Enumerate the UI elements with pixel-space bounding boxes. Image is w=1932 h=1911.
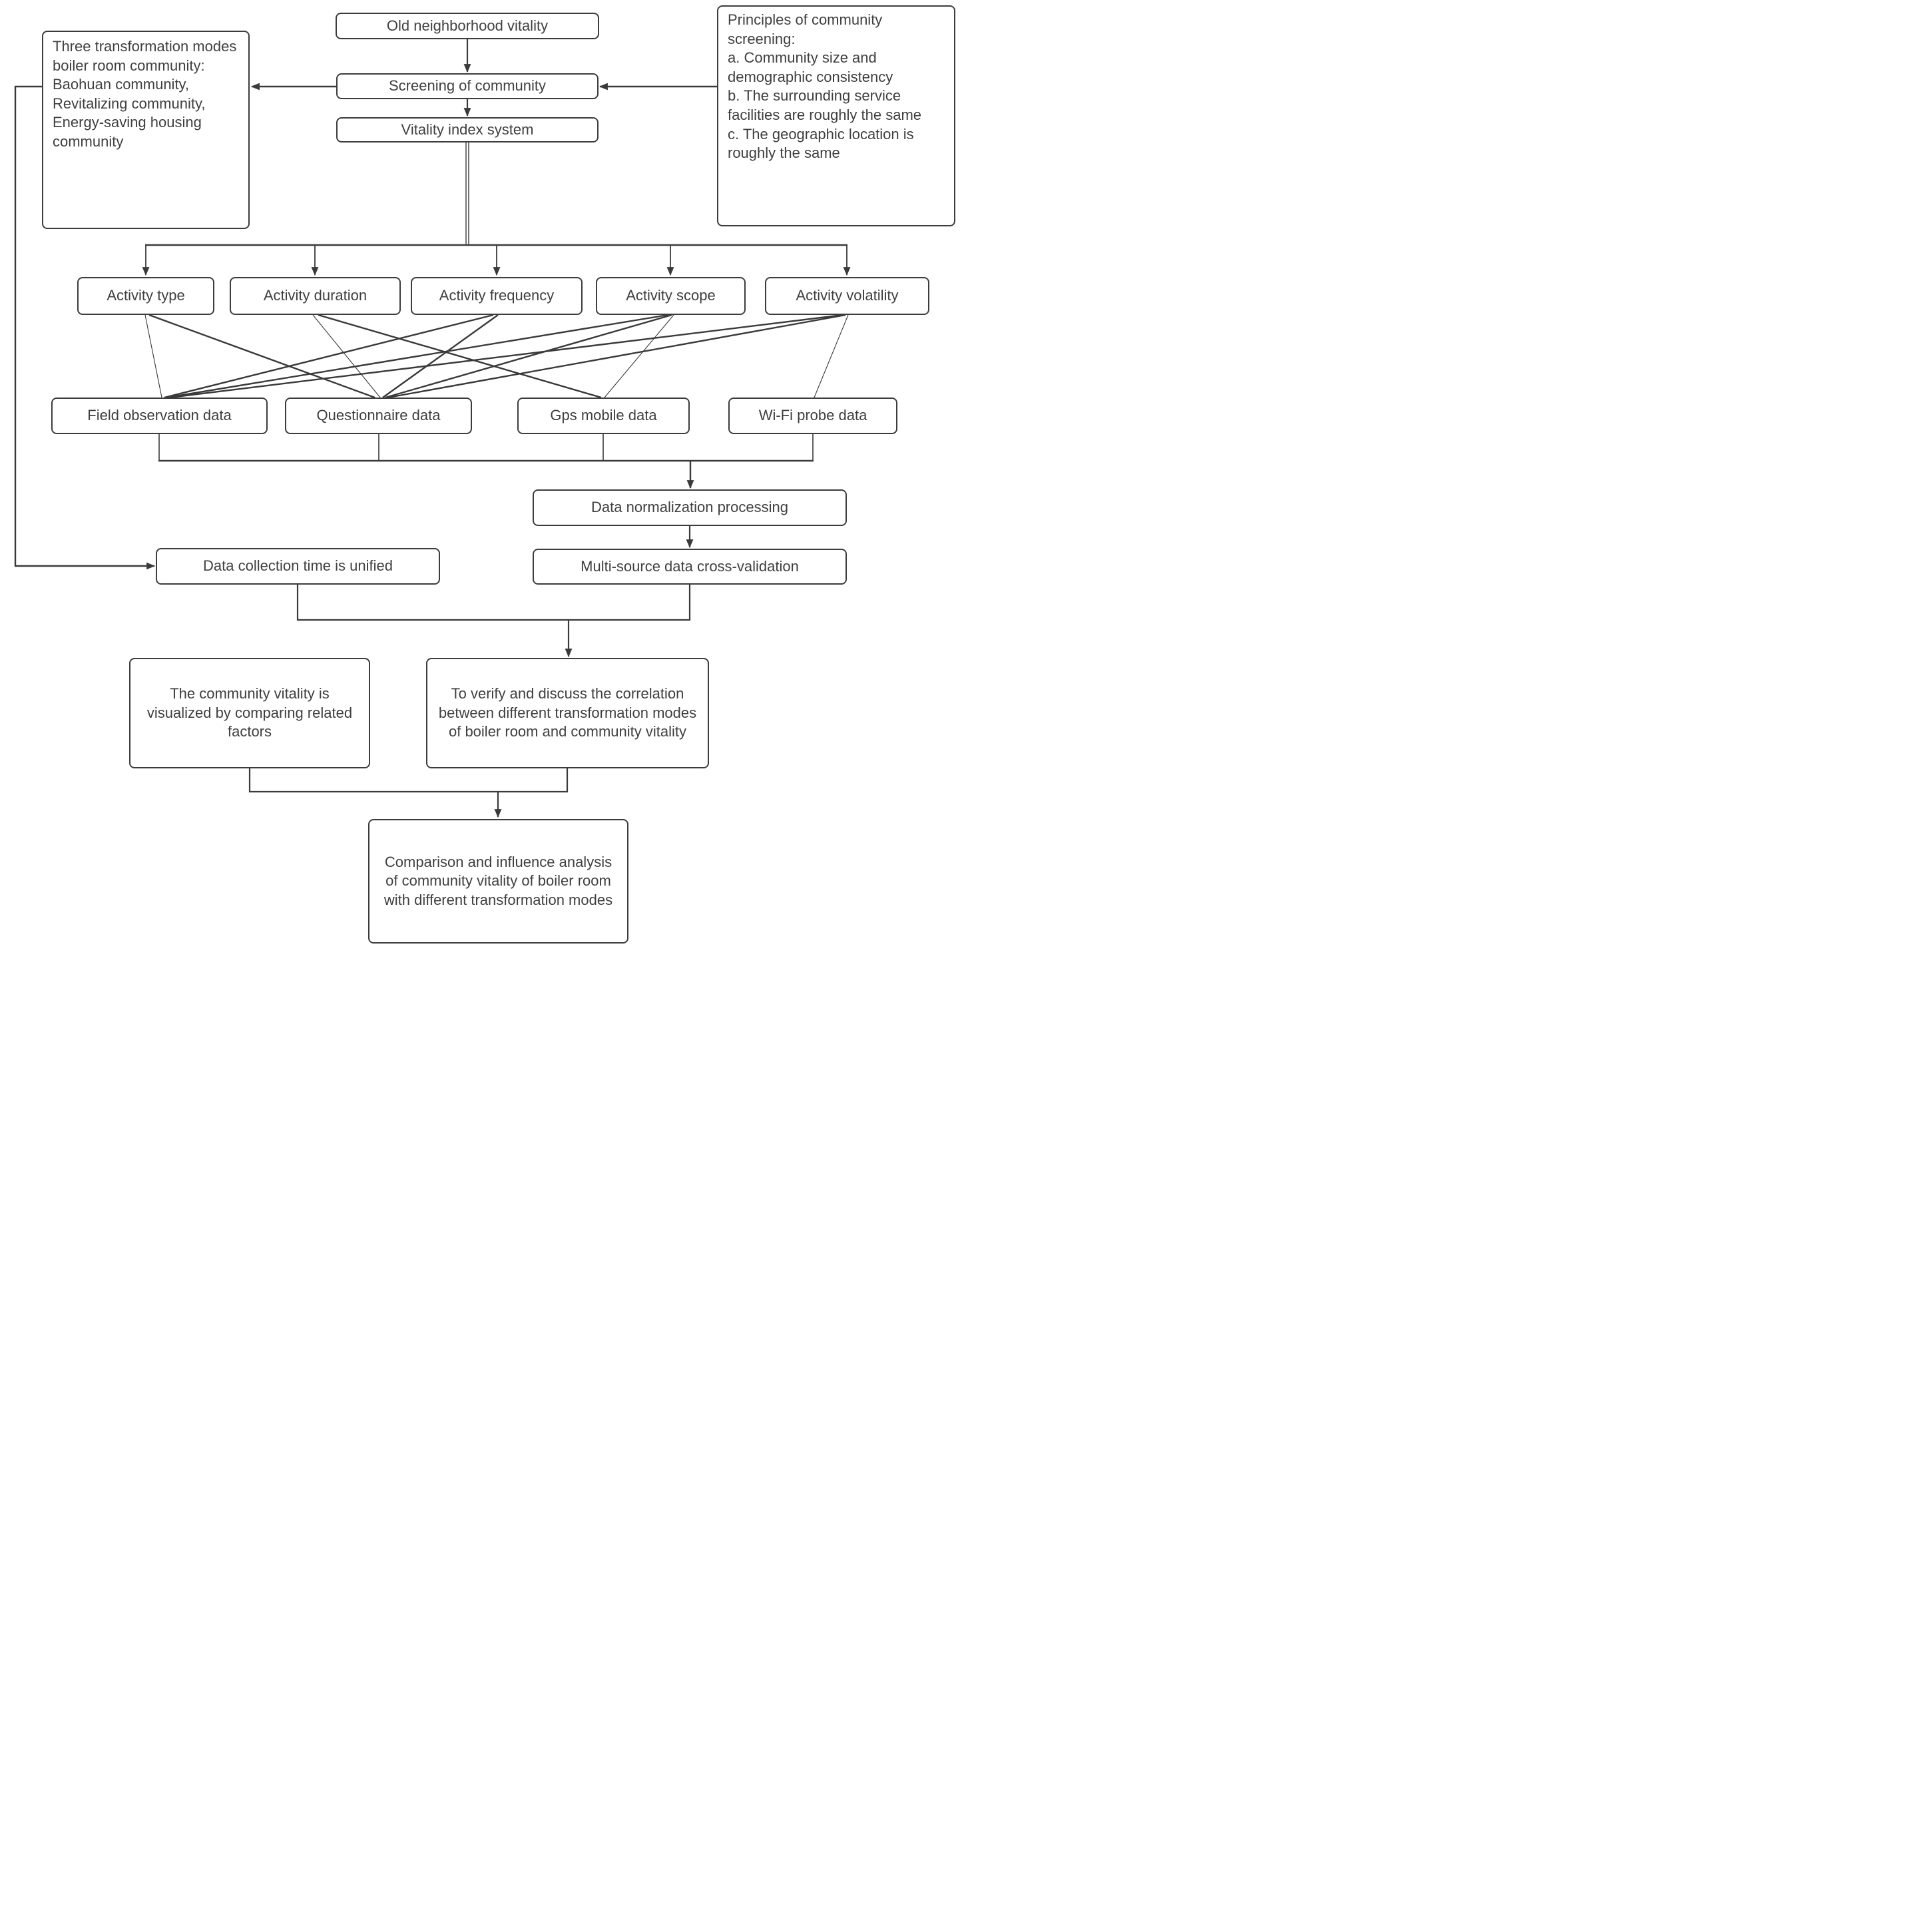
node-label: The community vitality is visualized by …: [146, 685, 353, 740]
edge-frequency-questionnaire: [382, 314, 499, 398]
three-modes-heading: Three transformation modes boiler room c…: [53, 38, 237, 74]
principles-line-1: Principles of community screening:: [728, 11, 883, 47]
node-label: Questionnaire data: [316, 407, 441, 424]
node-label: Data collection time is unified: [203, 557, 393, 575]
node-label: Activity volatility: [796, 287, 899, 304]
principles-line-3: b. The surrounding service facilities ar…: [728, 87, 922, 123]
node-old-neighborhood-vitality: Old neighborhood vitality: [336, 13, 599, 39]
node-label: Screening of community: [389, 77, 546, 95]
edge-type-fieldobs: [144, 314, 162, 398]
three-modes-body: Baohuan community, Revitalizing communit…: [53, 76, 206, 150]
node-screening-of-community: Screening of community: [336, 73, 599, 99]
edge-scope-gps: [604, 314, 674, 398]
node-data-normalization: Data normalization processing: [533, 489, 847, 526]
flowchart-canvas: Three transformation modes boiler room c…: [0, 0, 966, 956]
principles-line-2: a. Community size and demographic consis…: [728, 49, 893, 85]
node-label: Vitality index system: [401, 121, 534, 138]
connector-junction-lower: [248, 768, 569, 793]
node-label: Wi-Fi probe data: [758, 407, 867, 424]
node-label: Data normalization processing: [591, 499, 788, 516]
edge-type-questionnaire: [148, 314, 375, 399]
node-multi-source-cross-validation: Multi-source data cross-validation: [533, 549, 847, 585]
edge-volatility-fieldobs: [169, 314, 844, 399]
node-activity-duration: Activity duration: [230, 277, 401, 315]
node-wifi-probe-data: Wi-Fi probe data: [728, 398, 897, 434]
node-label: Field observation data: [87, 407, 232, 424]
node-label: Comparison and influence analysis of com…: [383, 853, 613, 908]
node-label: To verify and discuss the correlation be…: [438, 685, 697, 740]
node-verify-correlation: To verify and discuss the correlation be…: [426, 658, 709, 768]
node-three-transformation-modes: Three transformation modes boiler room c…: [42, 31, 250, 229]
node-questionnaire-data: Questionnaire data: [285, 398, 472, 434]
node-activity-frequency: Activity frequency: [411, 277, 583, 315]
edge-frequency-fieldobs: [164, 314, 494, 399]
principles-line-4: c. The geographic location is roughly th…: [728, 125, 914, 162]
node-gps-mobile-data: Gps mobile data: [517, 398, 690, 434]
connector-junction-upper: [296, 585, 691, 621]
node-label: Activity frequency: [439, 287, 555, 304]
node-label: Old neighborhood vitality: [386, 17, 549, 34]
node-principles-of-screening: Principles of community screening: a. Co…: [717, 5, 955, 226]
node-label: Activity duration: [263, 287, 367, 304]
node-activity-volatility: Activity volatility: [765, 277, 929, 315]
edge-volatility-wifi: [814, 314, 849, 398]
edge-scope-fieldobs: [166, 314, 668, 399]
edge-duration-questionnaire: [312, 314, 381, 398]
node-field-observation-data: Field observation data: [51, 398, 268, 434]
node-final-comparison-analysis: Comparison and influence analysis of com…: [368, 819, 628, 944]
node-data-collection-time: Data collection time is unified: [156, 548, 440, 585]
node-community-vitality-visualized: The community vitality is visualized by …: [129, 658, 370, 768]
node-vitality-index-system: Vitality index system: [336, 117, 599, 142]
node-activity-scope: Activity scope: [596, 277, 746, 315]
node-label: Gps mobile data: [550, 407, 657, 424]
connector-rail-to-data-collection: [14, 85, 156, 570]
node-activity-type: Activity type: [77, 277, 214, 315]
edge-volatility-questionnaire: [387, 314, 846, 399]
node-label: Activity type: [107, 287, 185, 304]
node-label: Multi-source data cross-validation: [581, 557, 799, 575]
edge-scope-questionnaire: [385, 314, 672, 399]
node-label: Activity scope: [626, 287, 716, 304]
edge-duration-gps: [318, 314, 602, 399]
connector-lines: [14, 39, 851, 818]
